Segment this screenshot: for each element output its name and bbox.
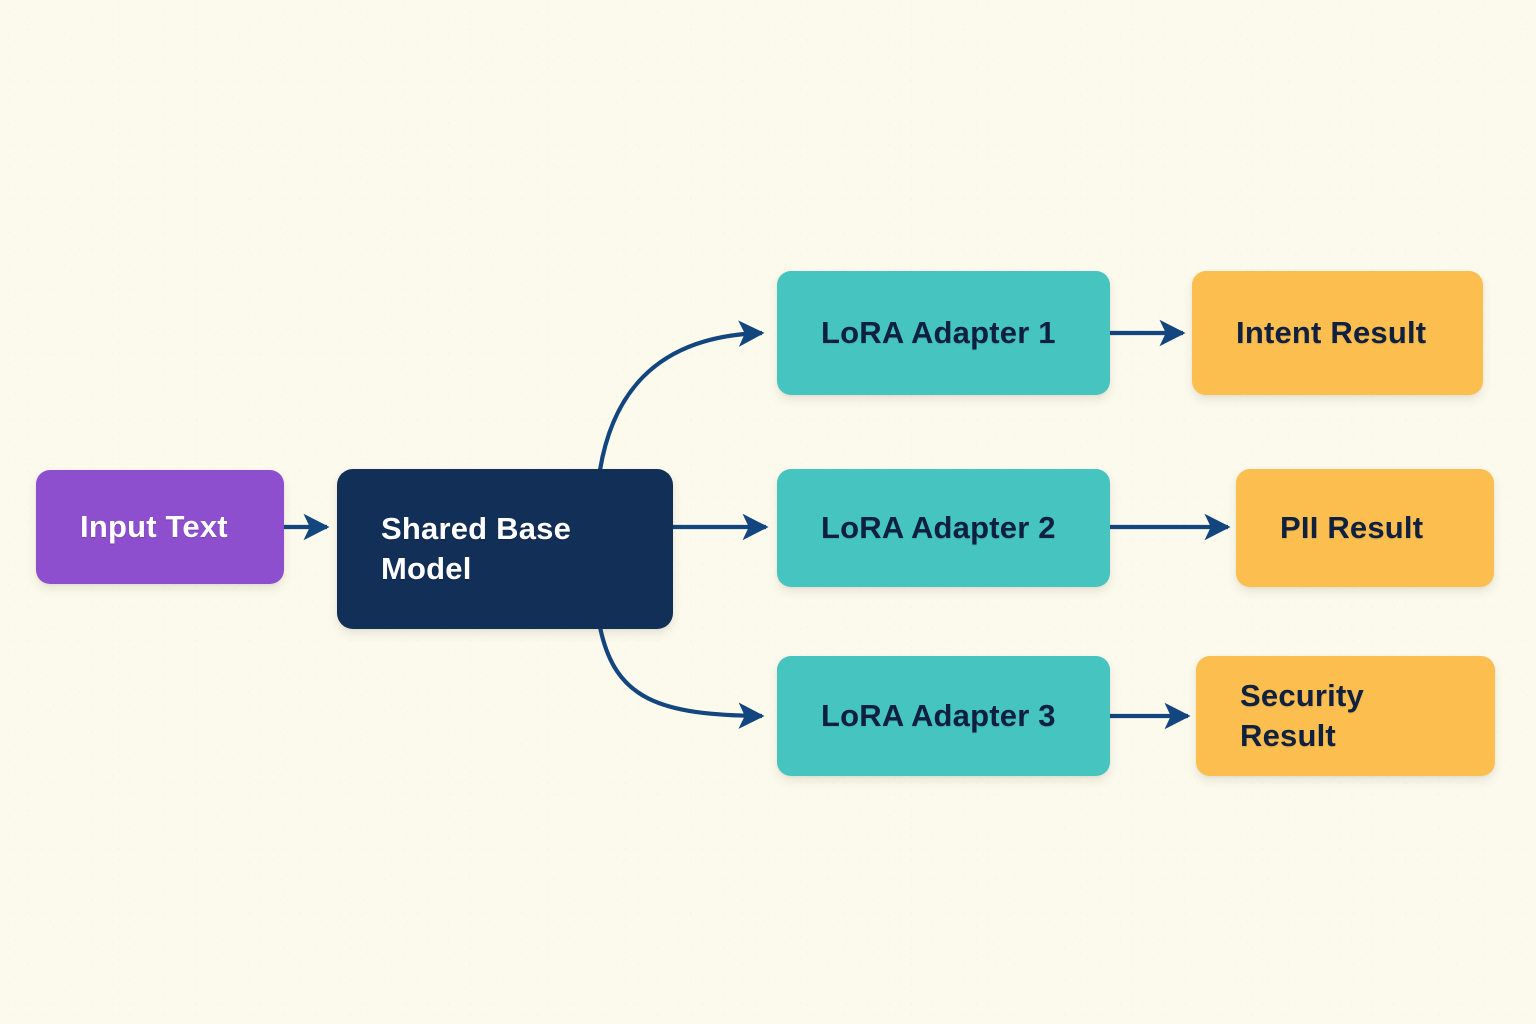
node-lora-adapter-2[interactable]: LoRA Adapter 2 (777, 469, 1110, 587)
edge-base-to-adapter3 (597, 626, 765, 729)
node-input-text-label: Input Text (80, 509, 228, 545)
node-pii-result[interactable]: PII Result (1236, 469, 1494, 587)
node-pii-result-label: PII Result (1280, 510, 1424, 546)
node-lora-adapter-3[interactable]: LoRA Adapter 3 (777, 656, 1110, 776)
node-intent-result-label: Intent Result (1236, 315, 1427, 351)
node-lora-adapter-1-label: LoRA Adapter 1 (821, 315, 1056, 351)
node-shared-base-model[interactable]: Shared Base Model (337, 469, 673, 629)
node-lora-adapter-1[interactable]: LoRA Adapter 1 (777, 271, 1110, 395)
edge-base-to-adapter1 (597, 320, 765, 471)
node-security-result-label: Security Result (1240, 678, 1364, 753)
node-input-text[interactable]: Input Text (36, 470, 284, 584)
node-shared-base-model-label: Shared Base Model (381, 511, 572, 586)
node-intent-result[interactable]: Intent Result (1192, 271, 1483, 395)
node-lora-adapter-2-label: LoRA Adapter 2 (821, 510, 1056, 546)
node-lora-adapter-3-label: LoRA Adapter 3 (821, 698, 1056, 734)
node-security-result[interactable]: Security Result (1196, 656, 1495, 776)
